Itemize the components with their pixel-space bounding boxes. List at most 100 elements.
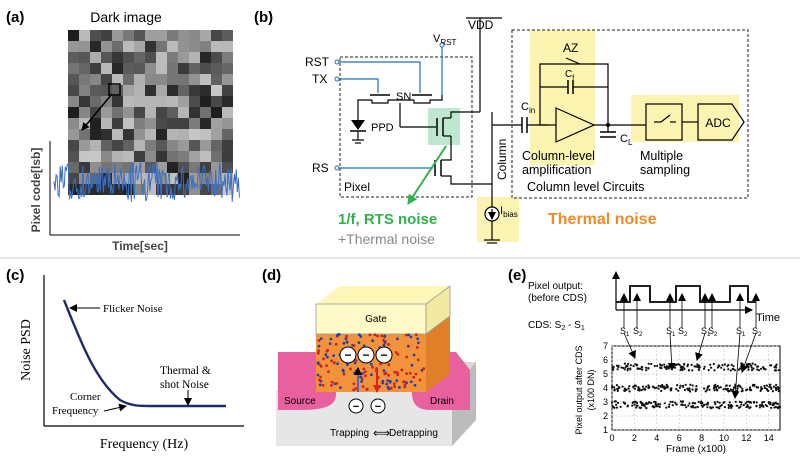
scatter-point [721,364,724,367]
trap-dot [352,388,356,392]
scatter-point [651,385,655,388]
scatter-point [719,405,722,408]
trap-dot [412,353,416,357]
rst-label: RST [305,55,330,69]
tx-label: TX [312,72,327,86]
pixel-cell [200,63,211,74]
scatter-point [626,364,629,368]
scatter-point [745,406,748,409]
pixel-cell [211,63,222,74]
scatter-point [759,389,762,392]
pixel-output-line1: Pixel output: [528,281,583,292]
scatter-point [681,369,684,372]
scatter-point [693,402,696,405]
trap-dot [371,339,375,343]
scatter-point [760,386,763,389]
scatter-point [626,369,629,372]
scatter-point [747,400,750,403]
y-tick-label: 1 [603,425,608,435]
x-tick-label: 12 [741,433,751,443]
thermal-shot-line2: shot Noise [160,379,209,391]
pixel-cell [134,129,145,140]
pixel-cell [79,63,90,74]
x-tick-label: 6 [677,433,682,443]
trap-dot [359,335,363,338]
scatter-point [705,403,708,406]
scatter-point [741,387,744,390]
pixel-cell [211,30,222,41]
trap-dot [317,349,320,352]
trap-dot [387,363,391,367]
pixel-cell [211,85,222,96]
pixel-cell [112,162,123,173]
scatter-point [631,404,634,407]
scatter-point [752,401,756,404]
pixel-cell [68,129,79,140]
trap-dot [389,386,393,390]
scatter-point [635,406,638,409]
scatter-point [703,365,706,368]
scatter-point [744,402,747,405]
trap-dot [361,385,365,388]
scatter-point [693,365,696,368]
trap-dot [354,387,358,390]
trap-dot [319,337,323,340]
y-tick-label: 2 [603,411,608,421]
scatter-point [682,385,685,388]
scatter-point [633,403,636,406]
scatter-point [619,405,622,408]
scatter-point [737,384,741,387]
pixel-cell [134,151,145,162]
scatter-point [749,406,752,409]
trap-dot [330,380,334,384]
scatter-point [750,401,753,404]
pixel-cell [156,52,167,63]
trap-dot [326,348,330,352]
scatter-point [728,404,731,408]
scatter-point [668,403,671,406]
trap-dot [388,380,392,384]
trap-dot [345,334,348,338]
trap-dot [386,379,390,383]
pixel-cell [167,107,178,118]
pixel-cell [222,129,233,140]
scatter-point [730,363,733,366]
scatter-point [750,369,754,372]
zoom-arrow [81,93,113,131]
pixel-cell [79,30,90,41]
trap-dot [318,383,322,387]
scatter-point [740,362,743,365]
pixel-cell [79,184,90,195]
pixel-cell [101,162,112,173]
scatter-point [640,365,644,368]
scatter-point [768,383,771,386]
scatter-point [683,404,687,407]
scatter-point [663,365,666,369]
pixel-cell [79,151,90,162]
trap-dot [330,359,333,363]
scatter-point [620,366,623,369]
scatter-point [707,385,711,388]
selected-pixel-marker [108,83,121,96]
trap-dot [406,344,410,348]
pixel-cell [68,52,79,63]
trap-dot [329,337,333,341]
pixel-cell [112,140,123,151]
scatter-point [732,367,735,371]
scatter-point [696,363,699,366]
trap-dot [346,363,349,366]
scatter-point [729,369,732,372]
pixel-cell [222,74,233,85]
pixel-cell [134,107,145,118]
ibias-highlight [477,197,519,242]
vdd-label: VDD [468,18,494,32]
panel-e-tag: (e) [508,267,526,284]
pixel-cell [101,41,112,52]
pixel-cell [189,140,200,151]
pixel-cell [134,41,145,52]
pixel-label: Pixel [344,180,370,194]
pixel-cell [68,162,79,173]
pixel-cell [211,41,222,52]
scatter-point [755,404,758,407]
trap-dot [325,364,328,367]
